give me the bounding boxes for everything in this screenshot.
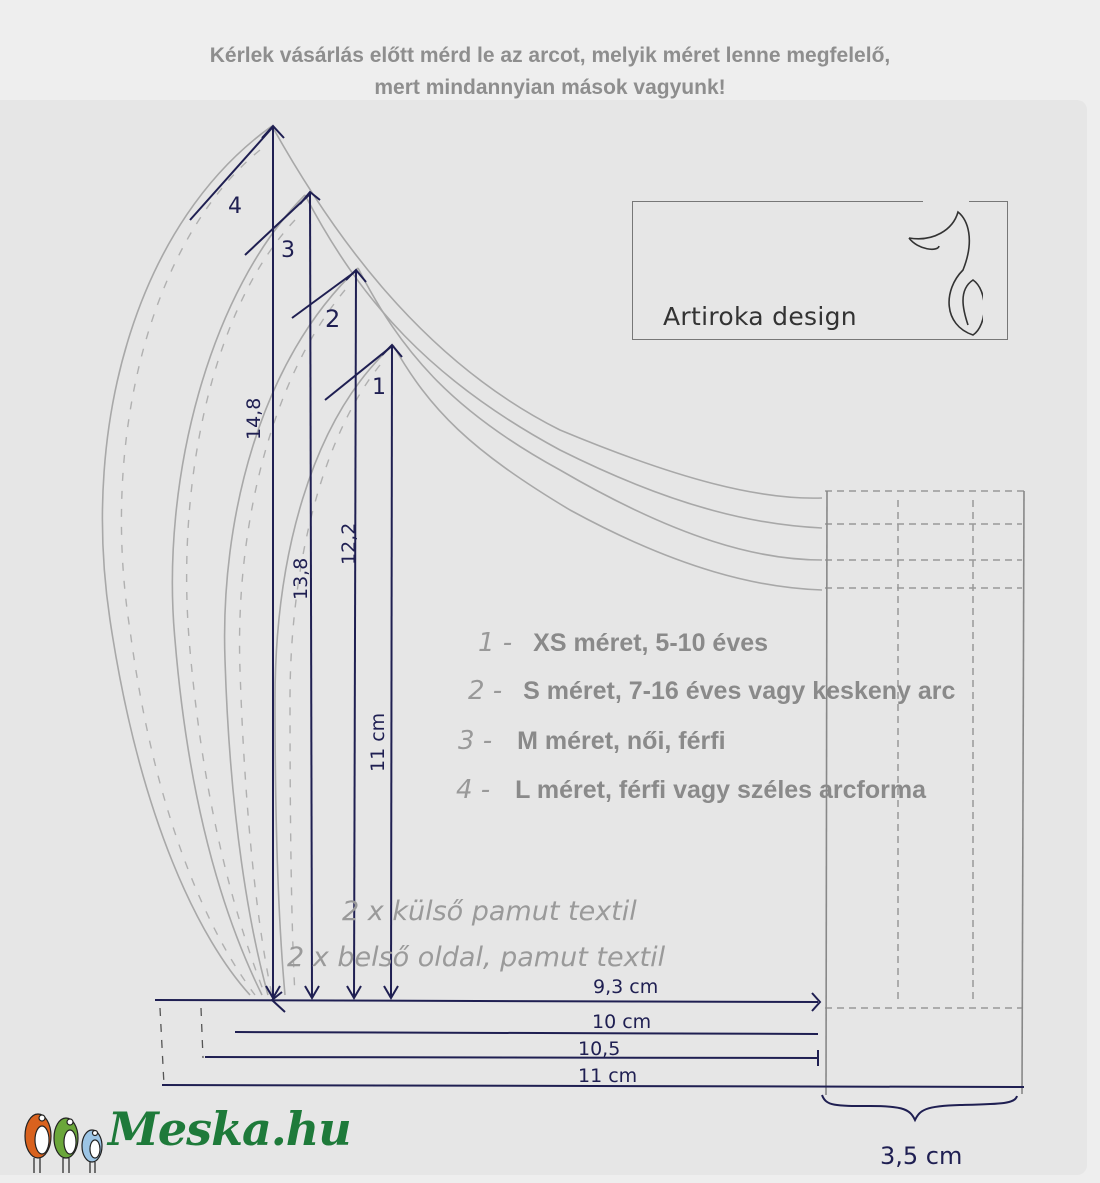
width-label-9-3cm: 9,3 cm bbox=[593, 976, 659, 998]
height-label-14-8: 14,8 bbox=[243, 397, 265, 440]
size-item-l: 4 - L méret, férfi vagy széles arcforma bbox=[456, 775, 927, 805]
width-label-10-5: 10,5 bbox=[578, 1038, 621, 1060]
fabric-inner-note: 2 x belső oldal, pamut textil bbox=[287, 942, 666, 973]
size-item-m: 3 - M méret, női, férfi bbox=[458, 726, 726, 756]
brand-name: Artiroka design bbox=[663, 302, 857, 331]
height-label-11cm: 11 cm bbox=[367, 712, 389, 772]
height-label-12-2: 12,2 bbox=[338, 522, 360, 565]
headline: Kérlek vásárlás előtt mérd le az arcot, … bbox=[0, 40, 1100, 104]
meska-logo: Meska.hu bbox=[8, 1098, 352, 1178]
width-label-10cm: 10 cm bbox=[592, 1011, 652, 1033]
headline-line-2: mert mindannyian mások vagyunk! bbox=[374, 76, 726, 99]
width-label-11cm: 11 cm bbox=[578, 1065, 638, 1087]
curve-number-3: 3 bbox=[281, 238, 295, 263]
birds-icon bbox=[24, 1113, 103, 1173]
fox-tail-icon bbox=[908, 210, 983, 336]
fabric-outer-note: 2 x külső pamut textil bbox=[342, 896, 637, 927]
headline-line-1: Kérlek vásárlás előtt mérd le az arcot, … bbox=[209, 44, 891, 67]
curve-number-2: 2 bbox=[325, 305, 341, 333]
curve-number-4: 4 bbox=[228, 194, 242, 219]
pattern-paper bbox=[0, 100, 1087, 1175]
curve-number-1: 1 bbox=[372, 375, 386, 400]
brand-box: Artiroka design bbox=[632, 199, 1008, 340]
size-item-xs: 1 - XS méret, 5-10 éves bbox=[478, 628, 769, 658]
meska-logo-text: Meska.hu bbox=[108, 1102, 352, 1156]
size-item-s: 2 - S méret, 7-16 éves vagy keskeny arc bbox=[468, 676, 956, 706]
height-label-13-8: 13,8 bbox=[290, 557, 312, 600]
tab-width-label: 3,5 cm bbox=[880, 1142, 963, 1170]
